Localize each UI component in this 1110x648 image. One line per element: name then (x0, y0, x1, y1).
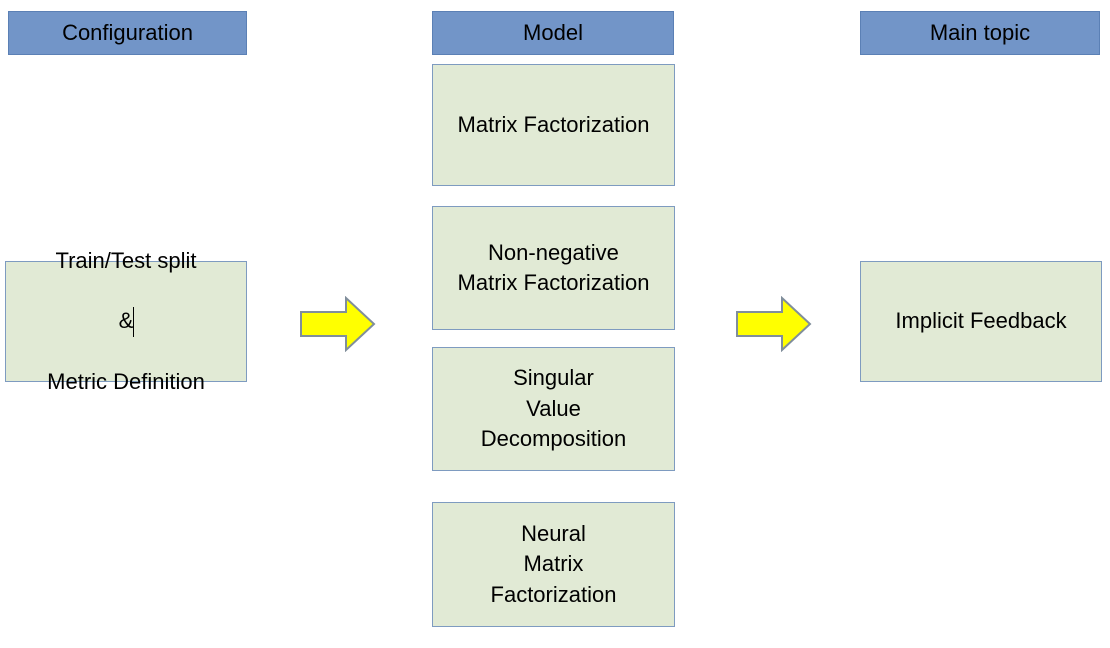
configuration-box-line-3: Metric Definition (47, 369, 205, 395)
model-box-label: Neural Matrix Factorization (490, 520, 617, 607)
main-topic-box-label: Implicit Feedback (895, 308, 1067, 334)
configuration-box-line-2: & (118, 308, 134, 334)
model-box-matrix-factorization[interactable]: Matrix Factorization (432, 64, 675, 186)
model-box-label: Singular Value Decomposition (480, 365, 627, 452)
model-box-singular-value-decomposition[interactable]: Singular Value Decomposition (432, 347, 675, 471)
column-header-configuration-label: Configuration (62, 20, 193, 46)
text-cursor-caret (133, 306, 135, 337)
model-box-label: Matrix Factorization (457, 111, 650, 137)
configuration-box[interactable]: Train/Test split & Metric Definition (5, 248, 247, 394)
model-box-neural-matrix-factorization[interactable]: Neural Matrix Factorization (432, 502, 675, 627)
column-header-model[interactable]: Model (432, 11, 674, 55)
column-header-model-label: Model (523, 20, 583, 46)
main-topic-box-implicit-feedback[interactable]: Implicit Feedback (860, 261, 1102, 382)
model-box-non-negative-matrix-factorization[interactable]: Non-negative Matrix Factorization (432, 206, 675, 330)
model-box-label: Non-negative Matrix Factorization (457, 239, 650, 295)
right-arrow-icon (300, 296, 376, 352)
configuration-box-line-1: Train/Test split (55, 247, 197, 273)
right-arrow-icon (736, 296, 812, 352)
column-header-main-topic-label: Main topic (929, 20, 1031, 46)
column-header-configuration[interactable]: Configuration (8, 11, 247, 55)
arrow-model-to-main-topic (736, 296, 812, 352)
configuration-box-line-2-wrap: & (118, 276, 135, 367)
column-header-main-topic[interactable]: Main topic (860, 11, 1100, 55)
arrow-configuration-to-model (300, 296, 376, 352)
